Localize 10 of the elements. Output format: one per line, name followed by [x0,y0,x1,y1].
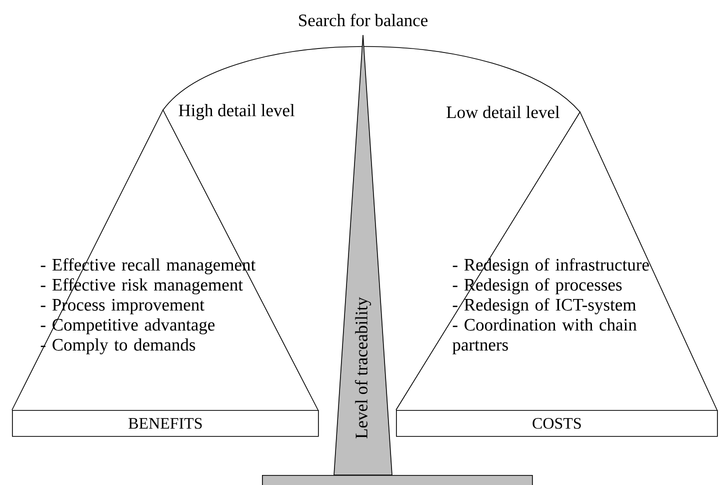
node-label: Level of traceability [354,297,372,438]
level-label: High detail level [178,104,294,120]
level-label: Low detail level [446,106,560,118]
node-label: - Competitive advantage [40,318,215,334]
node-label: - Coordination with chain partners [452,318,637,354]
node-label: - Redesign of ICT-system [452,298,636,314]
label-box: BENEFITS [12,410,319,437]
title: Search for balance [299,14,428,26]
label-box: COSTS [396,410,718,437]
scale-base [262,475,533,485]
